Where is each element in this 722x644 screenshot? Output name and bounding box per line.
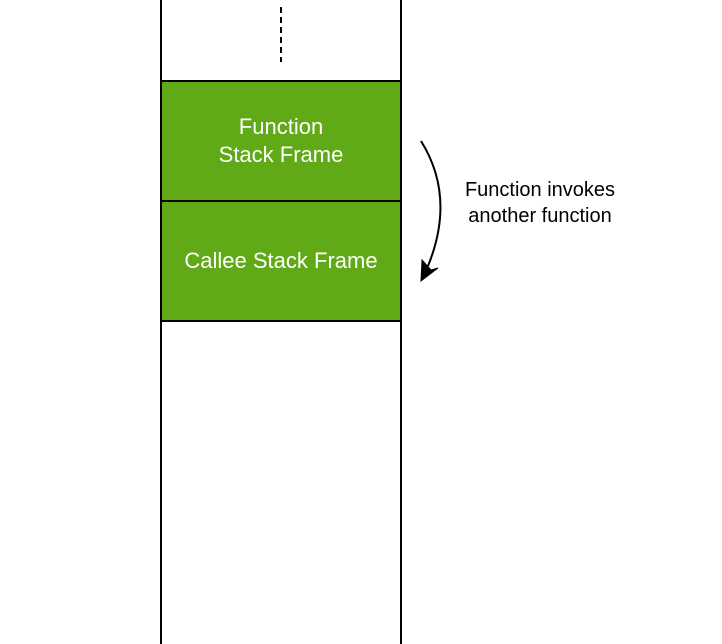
caller-frame-label-line2: Stack Frame (218, 142, 344, 167)
caller-frame-label: Function Stack Frame (161, 81, 401, 201)
caller-stack-frame (160, 80, 402, 202)
callee-stack-frame (160, 200, 402, 322)
caller-frame-label-line1: Function (238, 114, 324, 139)
curved-arrow-down-icon (420, 140, 442, 283)
callee-frame-label: Callee Stack Frame (184, 248, 378, 273)
call-arrow-label: Function invokes another function (440, 177, 640, 229)
call-arrow-label-line1: Function invokes (464, 179, 616, 201)
call-arrow-label-line2: another function (468, 205, 612, 227)
